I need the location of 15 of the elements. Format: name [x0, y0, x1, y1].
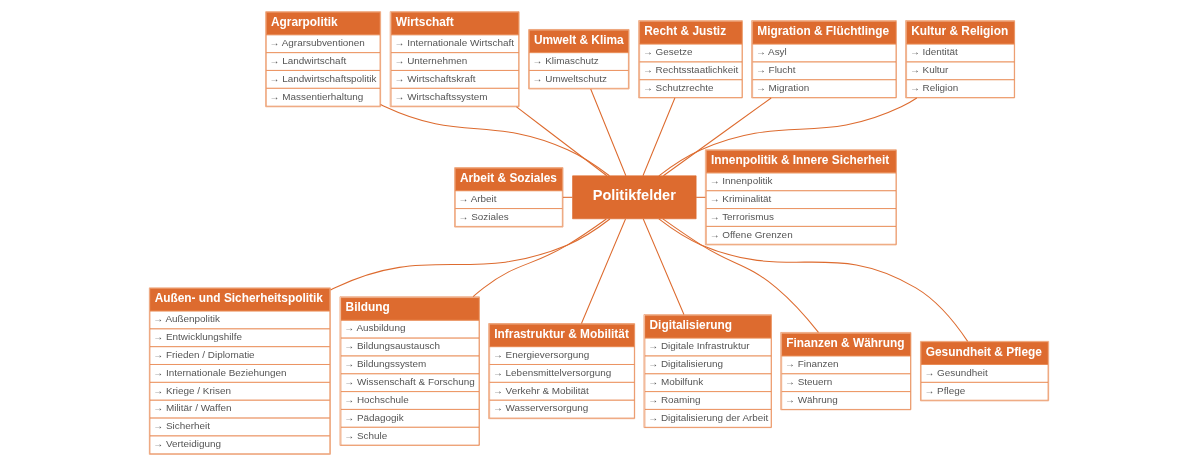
connector — [642, 217, 684, 315]
connector — [379, 103, 610, 176]
connector — [472, 217, 607, 297]
connector — [329, 218, 610, 291]
connector — [580, 217, 626, 324]
connector — [641, 96, 675, 176]
connector — [662, 96, 772, 176]
connector — [657, 96, 917, 176]
connector — [695, 196, 706, 198]
connector — [515, 105, 607, 176]
connector — [661, 217, 819, 333]
connector — [657, 217, 968, 342]
connector — [589, 88, 626, 176]
node-box: Politikfelder — [571, 175, 696, 219]
connector — [561, 196, 573, 198]
